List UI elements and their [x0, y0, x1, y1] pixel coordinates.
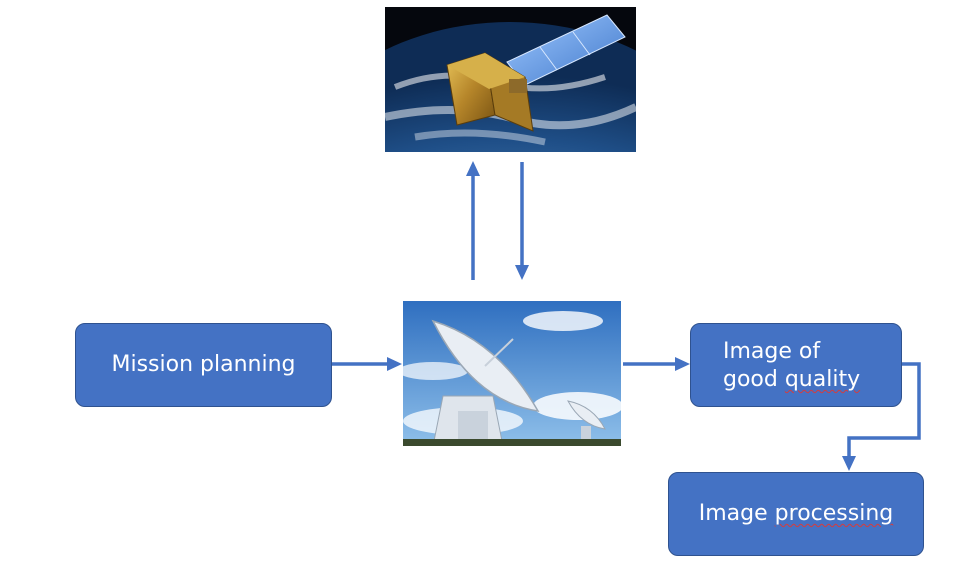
mission-planning-label: Mission planning: [111, 352, 296, 377]
image-quality-line2: good quality: [723, 366, 901, 394]
image-processing-box: Image processing: [668, 472, 924, 556]
satellite-image: [385, 7, 636, 152]
image-quality-line1: Image of: [723, 339, 821, 364]
antenna-image: [403, 301, 621, 446]
image-processing-label: Image processing: [699, 500, 893, 528]
image-quality-box: Image of good quality: [690, 323, 902, 407]
quality-to-processing-arrow: [847, 362, 921, 459]
image-processing-plain: Image: [698, 501, 775, 526]
image-quality-line2-plain: good: [723, 367, 785, 392]
image-processing-squiggle: processing: [774, 501, 894, 526]
radio-dish-icon: [431, 319, 540, 446]
small-dish-icon: [567, 400, 606, 446]
satellite-body-icon: [446, 14, 626, 132]
image-quality-line2-squiggle: quality: [784, 367, 861, 392]
mission-planning-box: Mission planning: [75, 323, 332, 407]
